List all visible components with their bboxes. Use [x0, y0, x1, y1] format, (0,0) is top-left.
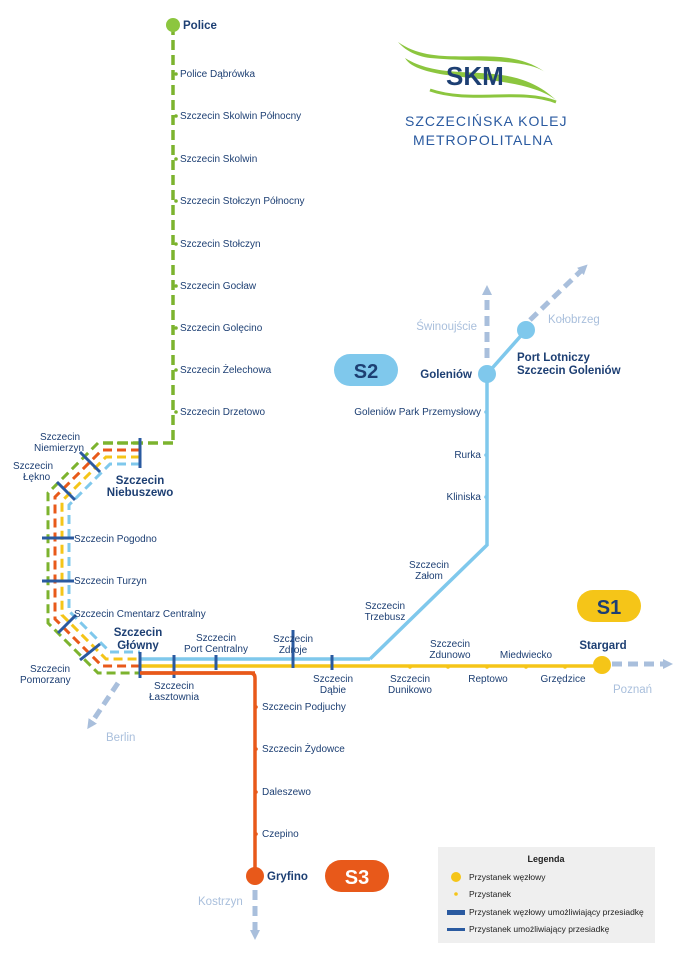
station-gryfino: Gryfino	[267, 871, 308, 883]
station-port-centralny-2: Port Centralny	[184, 644, 248, 655]
station-trzebusz-1: Szczecin	[365, 601, 405, 612]
station-port-centralny-1: Szczecin	[196, 633, 236, 644]
station-golecino: Szczecin Golęcino	[180, 323, 263, 334]
line-s2	[368, 264, 588, 661]
station-reptowo: Reptowo	[468, 674, 508, 685]
station-daleszewo: Daleszewo	[262, 787, 311, 798]
central-trunk	[138, 630, 370, 678]
port-lotniczy-hub	[517, 321, 535, 339]
svg-text:S3: S3	[345, 867, 369, 889]
logo-abbr: SKM	[446, 61, 504, 91]
badge-s1: S1	[577, 590, 641, 622]
station-zdunowo-1: Szczecin	[430, 639, 470, 650]
station-zydowce: Szczecin Żydowce	[262, 742, 345, 755]
line-s1	[370, 656, 673, 674]
station-turzyn: Szczecin Turzyn	[74, 576, 147, 587]
station-zdroje-2: Zdroje	[279, 645, 308, 656]
station-kliniska: Kliniska	[447, 492, 482, 503]
line-s3	[140, 671, 264, 940]
station-podjuchy: Szczecin Podjuchy	[262, 702, 346, 713]
station-dabie-2: Dąbie	[320, 685, 347, 696]
station-trzebusz-2: Trzebusz	[365, 612, 406, 623]
station-czepino: Czepino	[262, 829, 299, 840]
station-dunikowo-2: Dunikowo	[388, 685, 432, 696]
station-cmentarz: Szczecin Cmentarz Centralny	[74, 609, 206, 620]
legend-thick-bar	[447, 910, 465, 915]
direction-poznan: Poznań	[613, 684, 652, 696]
gryfino-hub	[246, 867, 264, 885]
legend-hub-circle	[451, 872, 461, 882]
station-lasztownia-2: Łasztownia	[149, 692, 199, 703]
station-dunikowo-1: Szczecin	[390, 674, 430, 685]
station-goleniow-park: Goleniów Park Przemysłowy	[354, 407, 481, 418]
goleniow-hub	[478, 365, 496, 383]
station-skolwin: Szczecin Skolwin	[180, 154, 257, 165]
station-port-lotniczy-2: Szczecin Goleniów	[517, 365, 621, 377]
station-labels: Police Police Dąbrówka Szczecin Skolwin …	[13, 20, 627, 883]
direction-labels: Świnoujście Kołobrzeg Poznań Berlin Kost…	[106, 314, 652, 908]
station-niebuszewo-1: Szczecin	[116, 475, 165, 487]
badge-s2: S2	[334, 354, 398, 386]
legend-thin-bar	[447, 928, 465, 931]
logo-line2: METROPOLITALNA	[413, 132, 554, 148]
station-goleniow: Goleniów	[420, 369, 472, 381]
station-zelechowa: Szczecin Żelechowa	[180, 363, 272, 376]
direction-berlin: Berlin	[106, 732, 135, 744]
station-drzetowo: Szczecin Drzetowo	[180, 407, 265, 418]
legend-item-3: Przystanek węzłowy umożliwiający przesia…	[469, 907, 644, 917]
station-grzedzice: Grzędzice	[540, 674, 585, 685]
station-stolczyn-pn: Szczecin Stołczyn Północny	[180, 196, 305, 207]
station-zdunowo-2: Zdunowo	[429, 650, 471, 661]
station-zalom-2: Załom	[415, 571, 443, 582]
station-niemierzyn-2: Niemierzyn	[34, 443, 84, 454]
station-pomorzany-2: Pomorzany	[20, 675, 71, 686]
station-niemierzyn-1: Szczecin	[40, 432, 80, 443]
logo-line1: SZCZECIŃSKA KOLEJ	[405, 113, 567, 129]
direction-kostrzyn: Kostrzyn	[198, 896, 243, 908]
station-lekno-1: Szczecin	[13, 461, 53, 472]
direction-kolobrzeg: Kołobrzeg	[548, 314, 600, 326]
station-glowny-2: Główny	[117, 640, 159, 652]
police-hub	[166, 18, 180, 32]
badge-s3: S3	[325, 860, 389, 892]
station-glowny-1: Szczecin	[114, 627, 163, 639]
legend-item-2: Przystanek	[469, 889, 512, 899]
station-lekno-2: Łękno	[23, 472, 51, 483]
stargard-hub	[593, 656, 611, 674]
legend-title: Legenda	[527, 854, 565, 864]
station-skolwin-pn: Szczecin Skolwin Północny	[180, 111, 301, 122]
direction-swinoujscie: Świnoujście	[416, 320, 477, 333]
station-zalom-1: Szczecin	[409, 560, 449, 571]
station-pomorzany-1: Szczecin	[30, 664, 70, 675]
station-pogodno: Szczecin Pogodno	[74, 534, 157, 545]
station-rurka: Rurka	[454, 450, 481, 461]
station-port-lotniczy-1: Port Lotniczy	[517, 352, 590, 364]
legend-item-4: Przystanek umożliwiający przesiadkę	[469, 924, 610, 934]
legend: Legenda Przystanek węzłowy Przystanek Pr…	[438, 847, 655, 943]
station-stolczyn: Szczecin Stołczyn	[180, 239, 261, 250]
station-miedwiecko: Miedwiecko	[500, 650, 553, 661]
station-zdroje-1: Szczecin	[273, 634, 313, 645]
skm-logo: SKM SZCZECIŃSKA KOLEJ METROPOLITALNA	[398, 42, 567, 148]
legend-item-1: Przystanek węzłowy	[469, 872, 546, 882]
western-loop	[42, 438, 142, 675]
station-stargard: Stargard	[579, 640, 626, 652]
berlin-arrow	[87, 681, 121, 730]
svg-text:S1: S1	[597, 597, 621, 619]
line-police	[98, 18, 180, 445]
svg-text:S2: S2	[354, 361, 378, 383]
station-goclaw: Szczecin Gocław	[180, 281, 257, 292]
station-police: Police	[183, 20, 217, 32]
station-police-dabrowka: Police Dąbrówka	[180, 69, 255, 80]
station-niebuszewo-2: Niebuszewo	[107, 487, 173, 499]
station-dabie-1: Szczecin	[313, 674, 353, 685]
legend-stop-dot	[454, 892, 458, 896]
station-lasztownia-1: Szczecin	[154, 681, 194, 692]
